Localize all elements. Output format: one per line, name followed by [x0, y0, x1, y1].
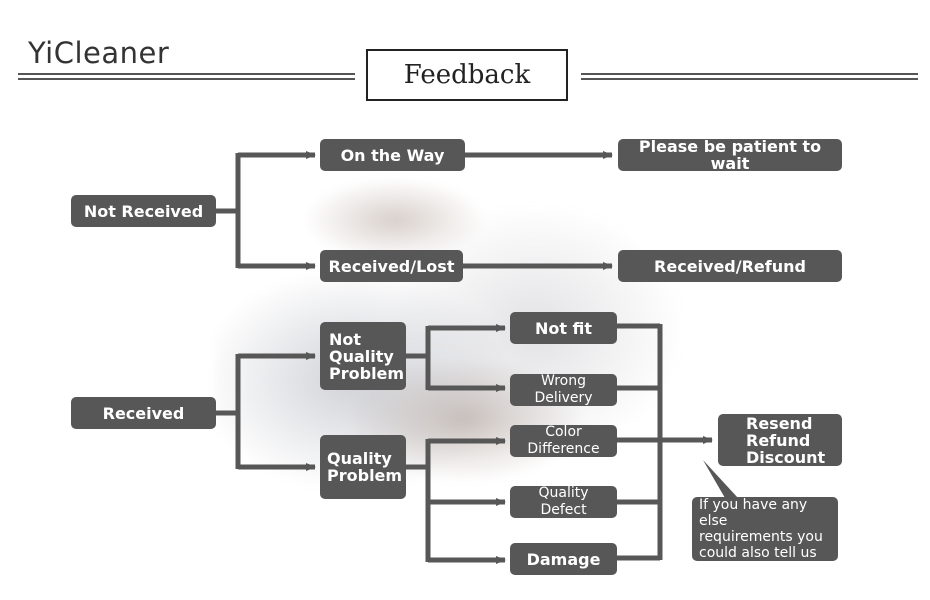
node-not-received: Not Received	[71, 195, 216, 227]
node-not-quality-problem: Not Quality Problem	[320, 322, 406, 390]
node-quality-problem: Quality Problem	[320, 435, 406, 499]
node-resend-refund-discount: Resend Refund Discount	[718, 414, 842, 466]
node-color-difference: Color Difference	[510, 424, 617, 457]
node-received: Received	[71, 397, 216, 429]
note-pointer	[703, 460, 738, 498]
page-title: Feedback	[366, 49, 568, 101]
header-rule-left	[18, 73, 355, 80]
node-received-refund: Received/Refund	[618, 250, 842, 282]
node-on-the-way: On the Way	[320, 139, 465, 171]
node-damage: Damage	[510, 543, 617, 575]
node-note: If you have any else requirements you co…	[692, 497, 838, 561]
node-please-be-patient: Please be patient to wait	[618, 138, 842, 172]
node-not-fit: Not fit	[510, 312, 617, 344]
node-wrong-delivery: Wrong Delivery	[510, 373, 617, 406]
node-received-lost: Received/Lost	[320, 250, 463, 282]
brand-logo: YiCleaner	[28, 36, 170, 70]
header-rule-right	[581, 73, 918, 80]
node-quality-defect: Quality Defect	[510, 485, 617, 518]
